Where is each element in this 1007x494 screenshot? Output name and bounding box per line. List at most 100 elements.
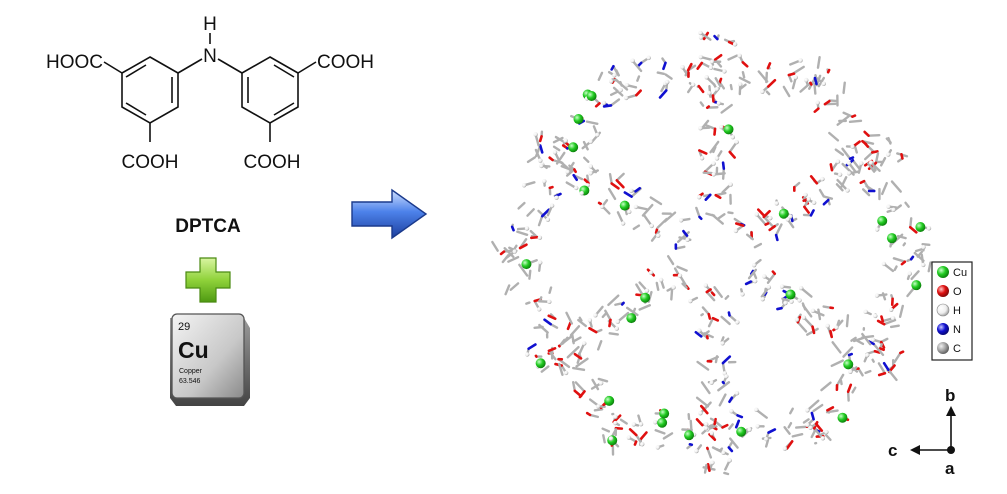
crystal-bond xyxy=(602,104,613,108)
right-benzene-ring xyxy=(241,56,299,124)
crystal-bond xyxy=(799,286,813,298)
crystal-bond xyxy=(799,81,812,93)
crystal-bond xyxy=(727,446,734,453)
crystal-bond xyxy=(863,151,874,161)
crystal-bond xyxy=(899,350,905,355)
crystal-bond xyxy=(881,181,888,196)
crystal-bond xyxy=(887,368,898,382)
crystal-atom xyxy=(815,100,820,105)
crystal-bond xyxy=(813,76,818,86)
crystal-atom xyxy=(709,380,714,385)
crystal-bond xyxy=(704,193,712,201)
crystal-bond xyxy=(745,233,754,241)
crystal-atom xyxy=(563,138,568,143)
crystal-bond xyxy=(688,81,692,86)
crystal-bond xyxy=(801,302,807,311)
crystal-bond xyxy=(547,349,557,361)
crystal-atom xyxy=(803,192,808,198)
crystal-atom xyxy=(760,296,765,302)
legend-item-cu: Cu xyxy=(937,266,967,279)
crystal-bond xyxy=(904,201,910,208)
crystal-atom xyxy=(873,313,878,319)
crystal-bond xyxy=(601,311,608,319)
crystal-bond xyxy=(713,417,717,426)
bond-left-n xyxy=(177,58,203,74)
crystal-bond xyxy=(528,269,532,280)
crystal-atom xyxy=(618,87,623,93)
crystal-atom xyxy=(837,172,843,177)
crystal-bond xyxy=(504,284,511,296)
crystal-bond xyxy=(714,193,722,200)
crystal-atom xyxy=(512,249,517,254)
crystal-atom xyxy=(699,155,705,161)
crystal-atom xyxy=(794,317,800,322)
crystal-atom xyxy=(535,358,546,369)
crystal-bond xyxy=(851,114,857,118)
crystal-atom xyxy=(524,226,530,231)
crystal-bond xyxy=(597,201,603,206)
crystal-bond xyxy=(518,243,528,250)
crystal-atom xyxy=(751,262,757,268)
crystal-bond xyxy=(881,292,887,301)
crystal-atom xyxy=(874,227,880,232)
crystal-atom xyxy=(820,436,826,441)
crystal-bond xyxy=(548,286,553,294)
crystal-bond xyxy=(533,325,544,330)
ligand-structure xyxy=(103,33,317,142)
crystal-bond xyxy=(716,213,726,221)
crystal-bond xyxy=(503,247,515,259)
crystal-atom xyxy=(921,245,926,250)
crystal-atom xyxy=(710,460,715,465)
crystal-bond xyxy=(491,240,499,252)
svg-text:N: N xyxy=(953,324,961,336)
crystal-bond xyxy=(787,421,793,429)
crystal-atom xyxy=(629,188,634,193)
crystal-bond xyxy=(597,340,603,351)
crystal-bond xyxy=(565,311,574,325)
crystal-bond xyxy=(639,431,648,441)
crystal-bond xyxy=(705,288,712,294)
crystal-bond xyxy=(676,265,688,272)
crystal-bond xyxy=(728,423,734,430)
reaction-arrow-icon xyxy=(351,188,428,240)
crystal-atom xyxy=(886,233,897,244)
crystal-atom xyxy=(793,75,798,80)
label-amine-n: N xyxy=(203,46,217,67)
crystal-atom xyxy=(644,288,650,293)
crystal-bond xyxy=(898,304,904,318)
crystal-bond xyxy=(909,217,913,229)
crystal-bond xyxy=(707,312,712,320)
crystal-bond xyxy=(741,61,749,68)
crystal-atom xyxy=(588,171,593,176)
crystal-bond xyxy=(654,228,659,234)
crystal-atom xyxy=(671,285,676,290)
crystal-atom xyxy=(716,101,721,106)
crystal-atom xyxy=(619,200,630,211)
crystal-bond xyxy=(848,119,863,124)
crystal-atom xyxy=(698,30,703,36)
crystal-bond xyxy=(631,59,643,73)
crystal-bond xyxy=(817,76,826,88)
crystal-bond xyxy=(662,61,667,71)
crystal-atom xyxy=(711,172,716,177)
crystal-atom xyxy=(539,163,544,169)
crystal-atom xyxy=(785,289,796,300)
ligand-labels: HOOC H N COOH COOH COOH DPTCA xyxy=(46,14,374,237)
crystal-bond xyxy=(615,179,625,189)
crystal-bond xyxy=(803,205,810,214)
crystal-bond xyxy=(736,414,744,419)
crystal-bond xyxy=(615,172,625,182)
crystal-atom xyxy=(542,179,547,184)
crystal-atom xyxy=(648,270,654,275)
crystal-bond xyxy=(566,345,580,359)
crystal-bond xyxy=(894,204,902,211)
crystal-bond xyxy=(703,463,708,474)
crystal-atom xyxy=(774,201,779,206)
crystal-bond xyxy=(575,357,589,368)
crystal-atom xyxy=(696,194,702,200)
crystal-atom xyxy=(646,55,651,61)
crystal-atom xyxy=(737,53,742,59)
crystal-bond xyxy=(583,156,590,163)
crystal-bond xyxy=(908,225,918,234)
crystal-bond xyxy=(689,419,693,432)
